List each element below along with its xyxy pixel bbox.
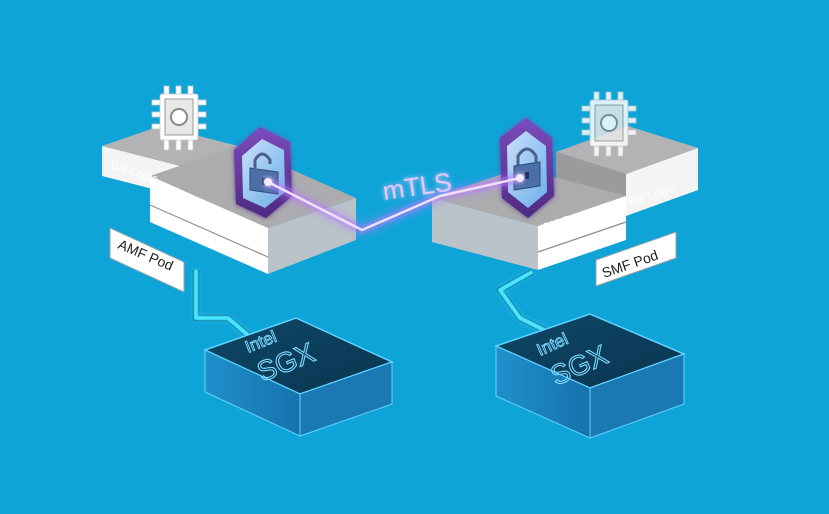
lock-icon xyxy=(513,147,541,191)
pod-name-tag: AMF Pod xyxy=(109,227,185,293)
wire-left xyxy=(192,270,259,345)
mtls-link xyxy=(264,173,524,235)
sgx-enclave-right: Intel SGX xyxy=(493,313,687,439)
cpu-chip-icon xyxy=(581,91,637,157)
amf-pod: Biz Logic SM Proxy AMF Pod xyxy=(102,85,356,293)
sgx-enclave-left: Intel SGX xyxy=(203,317,395,437)
cpu-chip-icon xyxy=(151,85,207,151)
wire-right xyxy=(496,268,550,336)
